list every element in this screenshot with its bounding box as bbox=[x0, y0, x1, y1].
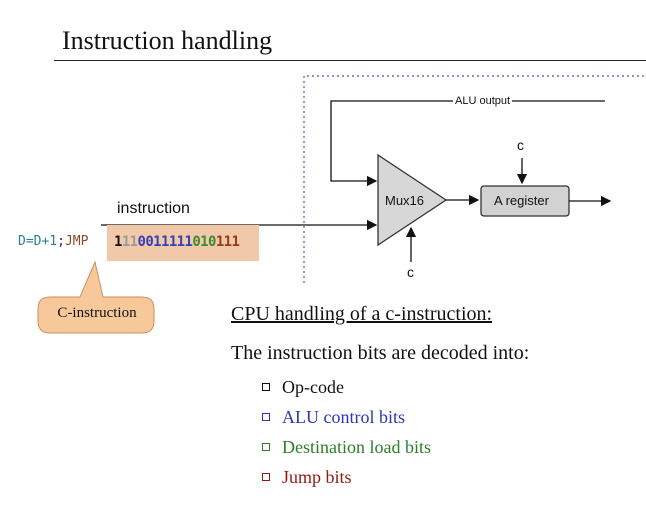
asm-separator: ; bbox=[57, 234, 65, 249]
bullet-label: Jump bits bbox=[282, 467, 352, 487]
list-item: Destination load bits bbox=[262, 436, 431, 466]
bullet-square-icon bbox=[262, 442, 270, 451]
instruction-bits-box bbox=[107, 225, 259, 261]
a-register-label: A register bbox=[494, 193, 549, 208]
section-heading: CPU handling of a c-instruction: bbox=[231, 303, 493, 325]
destination-bits: 010 bbox=[192, 234, 216, 250]
opcode-bit: 1 bbox=[114, 234, 122, 250]
bullet-square-icon bbox=[262, 472, 270, 481]
areg-control-label: c bbox=[517, 137, 524, 153]
assembly-instruction: D=D+1;JMP bbox=[18, 234, 88, 249]
mux16-label: Mux16 bbox=[385, 193, 425, 208]
title-divider bbox=[54, 60, 646, 61]
bullet-label: Op-code bbox=[282, 377, 344, 397]
callout-bubble bbox=[37, 260, 155, 334]
mux16-shape bbox=[377, 153, 448, 247]
bullet-label: ALU control bits bbox=[282, 407, 405, 427]
bullet-square-icon bbox=[262, 382, 270, 391]
decoded-bits-list: Op-code ALU control bits Destination loa… bbox=[262, 376, 431, 496]
slide-title: Instruction handling bbox=[62, 26, 273, 55]
asm-jump: JMP bbox=[64, 234, 89, 249]
alu-output-label: ALU output bbox=[453, 95, 513, 107]
cpu-boundary bbox=[303, 75, 646, 283]
jump-bits: 111 bbox=[215, 234, 240, 250]
unused-bits: 11 bbox=[121, 234, 138, 250]
list-item: Op-code bbox=[262, 376, 431, 406]
bullet-label: Destination load bits bbox=[282, 437, 431, 457]
bullet-square-icon bbox=[262, 412, 270, 421]
instruction-bits: 1110011111010111 bbox=[114, 234, 240, 250]
alu-control-bits: 0011111 bbox=[137, 234, 193, 250]
alu-output-wire bbox=[330, 100, 605, 187]
section-subheading: The instruction bits are decoded into: bbox=[231, 342, 530, 364]
asm-dest: D=D+1 bbox=[18, 234, 58, 249]
instruction-wire-label: instruction bbox=[117, 200, 190, 217]
list-item: Jump bits bbox=[262, 466, 431, 496]
mux-control-label: c bbox=[407, 264, 414, 280]
c-instruction-callout: C-instruction bbox=[57, 305, 137, 321]
list-item: ALU control bits bbox=[262, 406, 431, 436]
